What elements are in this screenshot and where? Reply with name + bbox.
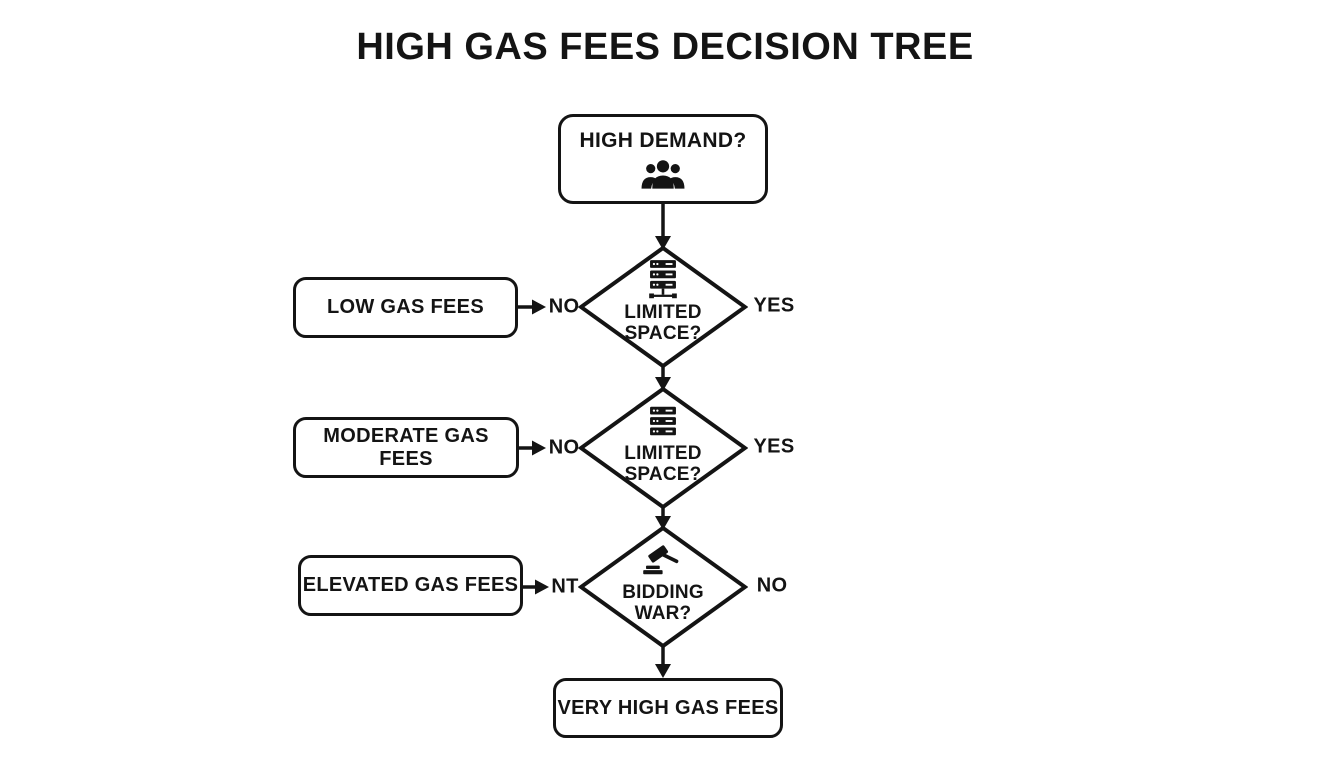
start-node-high-demand: HIGH DEMAND? [558,114,768,204]
outcome-box-moderate-gas-fees: MODERATE GAS FEES [293,417,519,478]
start-node-label: HIGH DEMAND? [579,129,747,152]
decision-question: LIMITED SPACE? [624,302,702,344]
server-stack-icon [644,406,682,436]
outcome-label: LOW GAS FEES [327,296,484,318]
decision-node-limited-space-1: LIMITED SPACE? [578,245,748,369]
decision-node-limited-space-2: LIMITED SPACE? [578,386,748,510]
diagram-title: HIGH GAS FEES DECISION TREE [356,26,974,68]
outcome-box-elevated-gas-fees: ELEVATED GAS FEES [298,555,523,616]
branch-label-yes-2: YES [753,435,795,458]
server-rack-icon [644,260,682,300]
outcome-label: VERY HIGH GAS FEES [557,696,779,719]
decision-question: BIDDING WAR? [622,582,704,624]
decision-question: LIMITED SPACE? [624,443,702,485]
people-group-icon [640,159,686,189]
outcome-box-very-high-gas-fees: VERY HIGH GAS FEES [553,678,783,738]
gavel-icon [642,542,684,578]
outcome-label: ELEVATED GAS FEES [302,574,519,596]
branch-label-no-3: NO [756,574,788,597]
decision-node-bidding-war: BIDDING WAR? [578,525,748,649]
outcome-box-low-gas-fees: LOW GAS FEES [293,277,518,338]
branch-label-nt-3: NT [551,575,579,598]
branch-label-no-2: NO [548,436,580,459]
outcome-label: MODERATE GAS FEES [323,424,489,470]
branch-label-no-1: NO [548,295,580,318]
branch-label-yes-1: YES [753,294,795,317]
